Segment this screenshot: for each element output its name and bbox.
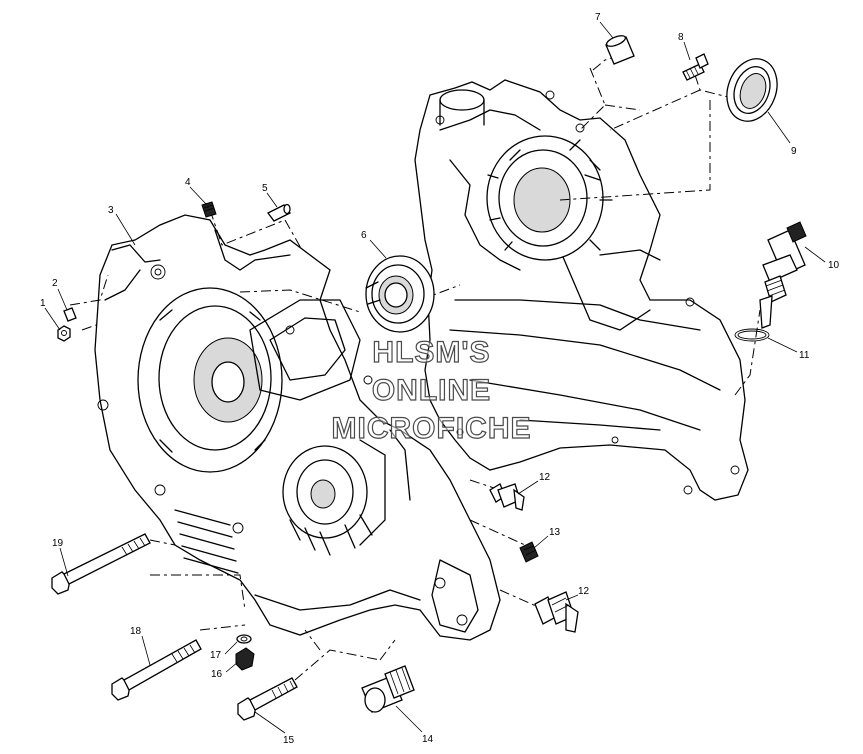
callout-3: 3 [108, 205, 114, 216]
callout-19: 19 [52, 538, 64, 549]
leader-lines [44, 21, 826, 734]
callout-18: 18 [130, 626, 142, 637]
part-12-fitting-upper [489, 483, 525, 511]
part-15-bolt [237, 677, 298, 721]
callout-17: 17 [210, 650, 222, 661]
part-14-fitting [361, 665, 415, 713]
callout-14: 14 [422, 734, 434, 745]
part-11-oring [734, 328, 770, 342]
part-17-washer [236, 634, 252, 644]
callout-12-lower: 12 [578, 586, 590, 597]
part-18-bolt [111, 639, 202, 701]
part-10-sensor [759, 221, 807, 329]
part-5-pin [267, 203, 291, 222]
part-16-nut [235, 647, 255, 671]
part-19-bolt [51, 533, 151, 595]
callout-16: 16 [211, 669, 223, 680]
callout-2: 2 [52, 278, 58, 289]
callout-5: 5 [262, 183, 268, 194]
callout-7: 7 [595, 12, 601, 23]
part-2-dowel [63, 307, 77, 322]
part-8-fitting [682, 53, 709, 81]
right-crankcase-half [414, 79, 749, 501]
part-12-fitting-lower [534, 591, 579, 633]
callout-8: 8 [678, 32, 684, 43]
part-9-seal [726, 58, 778, 122]
part-13-plug [519, 541, 539, 563]
left-crankcase-half [94, 214, 501, 641]
callout-13: 13 [549, 527, 561, 538]
callout-9: 9 [791, 146, 797, 157]
part-1-nut [57, 325, 71, 342]
callout-1: 1 [40, 298, 46, 309]
callout-11: 11 [799, 350, 810, 361]
part-4-plug [201, 201, 217, 218]
callout-15: 15 [283, 735, 295, 746]
callout-4: 4 [185, 177, 191, 188]
callout-labels: 1 2 3 4 5 6 7 8 9 10 11 12 12 13 14 15 1… [40, 12, 840, 746]
part-6-bearing [365, 255, 435, 333]
callout-10: 10 [828, 260, 840, 271]
callout-12-upper: 12 [539, 472, 551, 483]
callout-6: 6 [361, 230, 367, 241]
part-7-sleeve [605, 35, 635, 65]
